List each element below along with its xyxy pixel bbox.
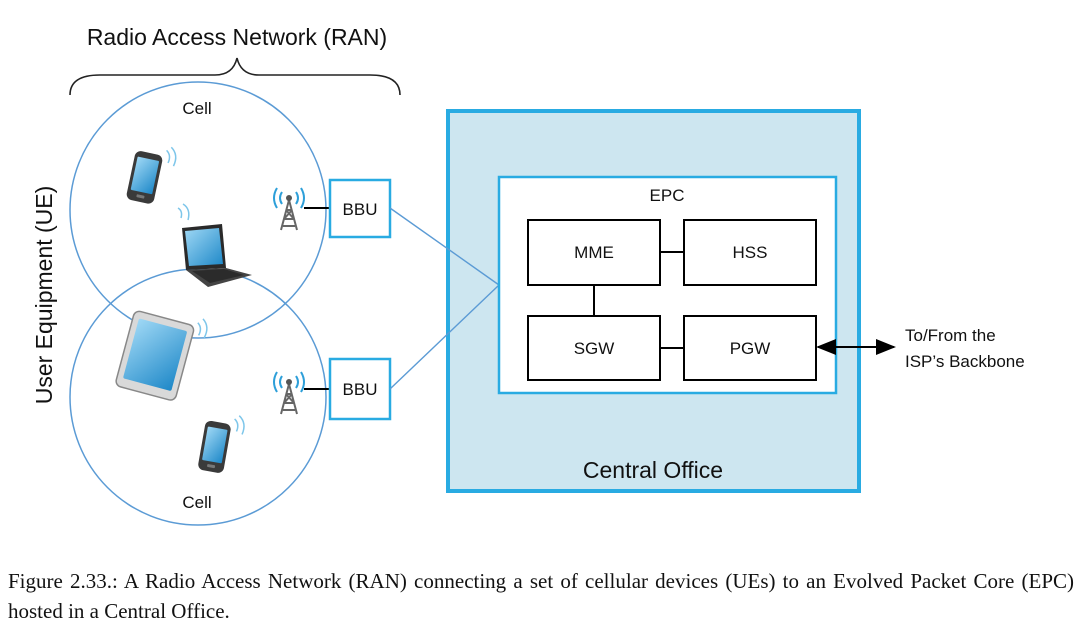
cell-top-label: Cell [182, 99, 211, 118]
ue-label: User Equipment (UE) [31, 186, 57, 405]
cell-bottom-label: Cell [182, 493, 211, 512]
ran-title: Radio Access Network (RAN) [87, 24, 387, 50]
backbone-label-line2: ISP’s Backbone [905, 352, 1025, 371]
mme-box [527, 219, 661, 286]
bbu-bottom-label: BBU [343, 380, 378, 399]
laptop-icon [177, 203, 252, 287]
pgw-label: PGW [730, 339, 771, 358]
hss-label: HSS [733, 243, 768, 262]
central-office-label: Central Office [583, 457, 723, 483]
mme-label: MME [574, 243, 614, 262]
phone-icon [198, 415, 245, 473]
bbu-epc-link-top [389, 207, 500, 286]
phone-icon [126, 146, 177, 204]
backbone-label-line1: To/From the [905, 326, 996, 345]
bbu-top-box [328, 178, 392, 239]
tower-icon [273, 371, 305, 415]
sgw-label: SGW [574, 339, 615, 358]
bbu-top-label: BBU [343, 200, 378, 219]
ran-brace [69, 57, 401, 96]
bbu-bottom-box [328, 357, 392, 421]
cell-top-circle [69, 81, 327, 339]
epc-title: EPC [650, 186, 685, 205]
tower-icon [273, 187, 305, 231]
figure-caption: Figure 2.33.: A Radio Access Network (RA… [8, 569, 1074, 623]
pgw-box [683, 315, 817, 381]
sgw-box [527, 315, 661, 381]
tablet-icon [115, 310, 208, 401]
bbu-epc-link-bottom [389, 284, 500, 390]
